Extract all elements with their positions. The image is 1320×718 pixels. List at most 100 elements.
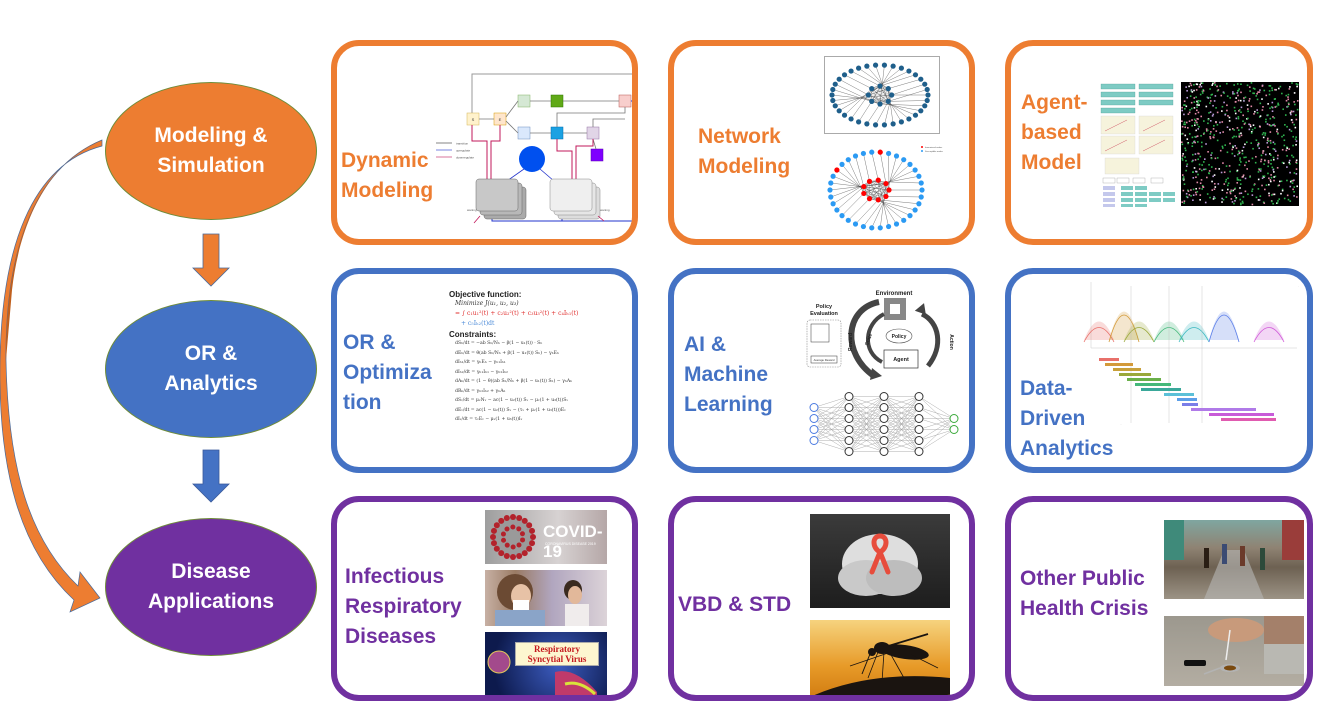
mosquito-image <box>810 620 950 695</box>
network-node <box>836 76 842 82</box>
panel-title: AI & Machine Learning <box>684 333 773 416</box>
panel-title: VBD & STD <box>678 593 792 616</box>
rl-policy-label: Policy <box>892 334 907 340</box>
network-node <box>924 86 930 93</box>
network-node <box>848 116 854 122</box>
network-node <box>869 86 875 92</box>
svg-text:Evaluation: Evaluation <box>810 311 838 317</box>
nn-neuron <box>844 436 854 445</box>
network-node <box>885 98 891 104</box>
nn-neuron <box>844 403 854 412</box>
down-arrow-icon <box>192 449 230 503</box>
covid-subcaption: CORONAVIRUS DISEASE 2019 <box>545 542 596 546</box>
down-arrow-icon <box>192 233 230 287</box>
network-node <box>864 121 870 127</box>
network-node <box>845 217 851 223</box>
nn-neuron <box>809 414 819 423</box>
network-node <box>890 121 896 127</box>
nn-neuron <box>914 436 924 445</box>
network-node <box>883 180 889 187</box>
flow-node-label: OR & Analytics <box>164 342 258 395</box>
covid-19-image: COVID-19 CORONAVIRUS DISEASE 2019 <box>485 510 607 564</box>
panel-title: Data- Driven Analytics <box>1020 377 1114 460</box>
nn-neuron <box>949 414 959 423</box>
nn-neuron <box>914 425 924 434</box>
network-node <box>861 190 867 197</box>
network-node <box>830 86 836 93</box>
rl-policy-eval-label: Policy <box>816 304 833 310</box>
rl-reward-label: Reward <box>848 333 854 351</box>
network-node <box>834 207 840 213</box>
network-node <box>924 97 930 104</box>
constraint-equation: dSᵥ/dt = μᵥNᵥ − ac(1 − u₂(t)) Sᵥ − μᵥ(1 … <box>455 398 569 403</box>
network-node <box>852 221 859 227</box>
network-node <box>912 207 918 213</box>
network-node <box>841 72 848 78</box>
network-node <box>877 149 883 155</box>
constraint-equation: dIᵥ/dt = τᵥEᵥ − μᵥ(1 + u₃(t))Iᵥ <box>455 417 523 422</box>
network-node <box>869 98 875 104</box>
network-node <box>872 122 879 128</box>
network-node <box>901 217 907 223</box>
nn-neuron <box>879 447 889 456</box>
waning-label: waning <box>600 208 610 212</box>
network-node <box>885 223 892 230</box>
network-node <box>869 225 875 231</box>
network-node <box>860 150 867 157</box>
network-node <box>839 161 845 167</box>
panel-or-optimization: OR & Optimiza tion Objective function: M… <box>331 268 638 473</box>
network-node <box>860 223 867 230</box>
panel-title: Agent- based Model <box>1021 91 1088 174</box>
network-node <box>866 196 873 202</box>
network-node <box>906 68 912 74</box>
network-node <box>827 187 833 193</box>
drug-use-image <box>1164 616 1304 686</box>
nn-neuron <box>879 403 889 412</box>
network-node <box>889 92 895 98</box>
objective-line: = ∫ c₁u₁²(t) + c₂u₂²(t) + c₃u₃²(t) + c₄I… <box>455 310 579 317</box>
network-node <box>925 92 931 98</box>
flu-patients-image <box>485 570 607 626</box>
panel-title: Network Modeling <box>698 125 791 178</box>
disaster-street-image <box>1164 520 1304 599</box>
rl-agent-label: Agent <box>893 357 909 363</box>
abm-world-view <box>1181 82 1299 206</box>
network-node <box>890 63 896 69</box>
panel-title: OR & Optimiza tion <box>343 331 432 414</box>
flow-connectors <box>0 139 230 613</box>
flow-node-label: Modeling & Simulation <box>154 124 268 177</box>
network-node <box>869 149 875 155</box>
network-graph-top <box>824 56 940 134</box>
network-node <box>836 108 842 114</box>
network-node <box>829 92 835 98</box>
network-node <box>912 72 919 78</box>
panel-title: Infectious Respiratory Diseases <box>345 565 462 648</box>
constraint-equation: dEᵥ/dt = ac(1 − u₂(t)) Sᵥ − (τᵥ + μᵥ(1 +… <box>455 407 566 413</box>
network-node <box>901 157 907 163</box>
network-node <box>832 81 838 87</box>
nn-neuron <box>809 436 819 445</box>
network-node <box>907 161 913 167</box>
flow-node-or-analytics: OR & Analytics <box>105 300 317 438</box>
rsv-image: Respiratory Syncytial Virus <box>485 632 607 695</box>
nn-neuron <box>844 447 854 456</box>
optimization-formulation: Objective function: Minimize J(u₁, u₂, u… <box>449 290 632 460</box>
box-label: S <box>472 117 475 122</box>
network-node <box>856 119 862 125</box>
network-node <box>916 201 922 207</box>
objective-line: Minimize J(u₁, u₂, u₃) <box>455 300 519 307</box>
network-node <box>919 187 925 193</box>
panel-ai-machine-learning: AI & Machine Learning Environment Policy… <box>668 268 975 473</box>
network-node <box>883 193 889 200</box>
abm-controls <box>1099 82 1177 207</box>
network-node <box>885 150 892 157</box>
flow-node-modeling-simulation: Modeling & Simulation <box>105 82 317 220</box>
rl-average-reward-label: Average Reward <box>814 358 835 362</box>
reinforcement-learning-diagram: Environment Policy Evaluation Average Re… <box>806 291 959 456</box>
panel-title: Other Public Health Crisis <box>1020 567 1149 620</box>
network-node <box>828 194 834 200</box>
network-node <box>830 173 836 179</box>
network-node <box>916 173 922 179</box>
